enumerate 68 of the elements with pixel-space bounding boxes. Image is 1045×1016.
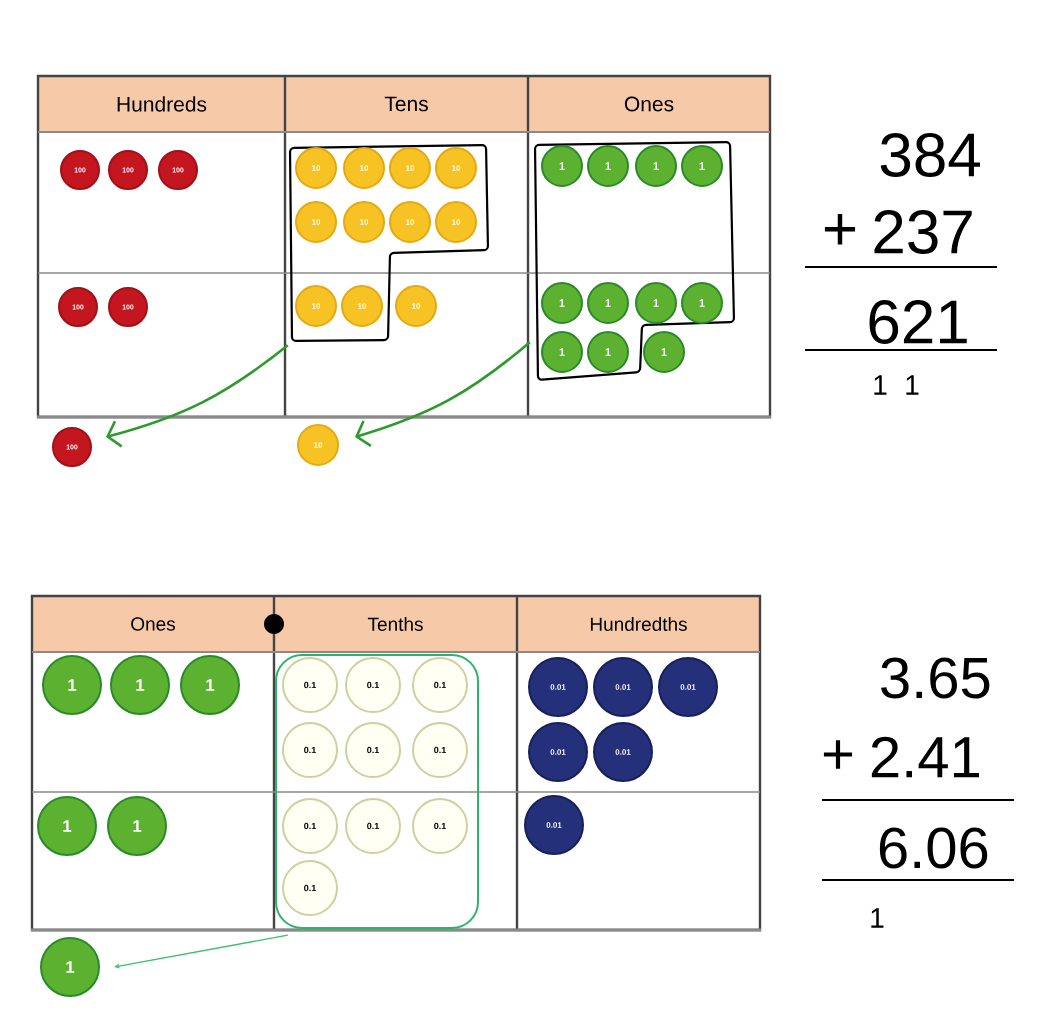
grouping-outline	[533, 140, 735, 381]
header-cell: Hundredths	[517, 596, 760, 652]
counter: 1	[541, 145, 583, 187]
counter: 10	[297, 424, 339, 466]
counter: 10	[343, 147, 385, 189]
counter: 1	[42, 655, 102, 715]
counter: 1	[587, 145, 629, 187]
counter: 1	[110, 655, 170, 715]
counter: 10	[295, 147, 337, 189]
counter: 0.1	[345, 798, 401, 854]
arrow	[355, 341, 531, 447]
counter: 0.01	[593, 657, 653, 717]
counter: 1	[587, 282, 629, 324]
plus-sign: +	[824, 214, 856, 245]
counter: 0.1	[345, 657, 401, 713]
counter: 1	[587, 331, 629, 373]
counter: 0.1	[412, 657, 468, 713]
counter: 1	[681, 145, 723, 187]
counter: 0.1	[412, 722, 468, 778]
counter: 10	[389, 201, 431, 243]
number: 384	[880, 133, 980, 177]
header-cell: Tenths	[274, 596, 517, 652]
counter: 1	[37, 796, 97, 856]
counter: 0.01	[528, 722, 588, 782]
counter: 0.01	[658, 657, 718, 717]
carry-digit: 1	[906, 375, 919, 395]
counter: 0.1	[345, 722, 401, 778]
header-cell: Tens	[285, 76, 528, 132]
header-cell: Ones	[528, 76, 770, 132]
counter: 1	[635, 282, 677, 324]
header-cell: Hundreds	[38, 76, 285, 132]
counter: 0.1	[412, 798, 468, 854]
counter: 10	[389, 147, 431, 189]
counter: 10	[395, 285, 437, 327]
counter: 1	[635, 145, 677, 187]
counter: 0.01	[528, 657, 588, 717]
counter: 0.1	[282, 722, 338, 778]
counter: 1	[541, 282, 583, 324]
counter: 1	[643, 331, 685, 373]
counter: 0.01	[593, 722, 653, 782]
number: 621	[869, 300, 967, 344]
counter: 1	[541, 331, 583, 373]
counter: 10	[435, 147, 477, 189]
plus-sign: +	[823, 740, 853, 769]
carry-digit: 1	[871, 908, 884, 928]
arrow	[114, 934, 289, 969]
number: 2.41	[871, 736, 979, 778]
number: 237	[874, 210, 972, 254]
counter: 0.01	[524, 795, 584, 855]
counter: 1	[180, 655, 240, 715]
grouping-outline	[288, 143, 490, 343]
header-cell: Ones	[32, 596, 274, 652]
counter: 10	[295, 201, 337, 243]
counter: 0.1	[282, 798, 338, 854]
counter: 10	[341, 285, 383, 327]
counter: 0.1	[282, 657, 338, 713]
counter: 10	[435, 201, 477, 243]
number: 3.65	[881, 657, 990, 699]
counter: 10	[343, 201, 385, 243]
counter: 1	[681, 282, 723, 324]
carry-digit: 1	[874, 375, 887, 395]
counter: 0.1	[282, 860, 338, 916]
number: 6.06	[879, 827, 988, 869]
arrow	[106, 344, 289, 448]
counter: 10	[295, 285, 337, 327]
counter: 1	[40, 937, 100, 997]
counter: 1	[107, 796, 167, 856]
grouping-outline	[275, 654, 479, 929]
